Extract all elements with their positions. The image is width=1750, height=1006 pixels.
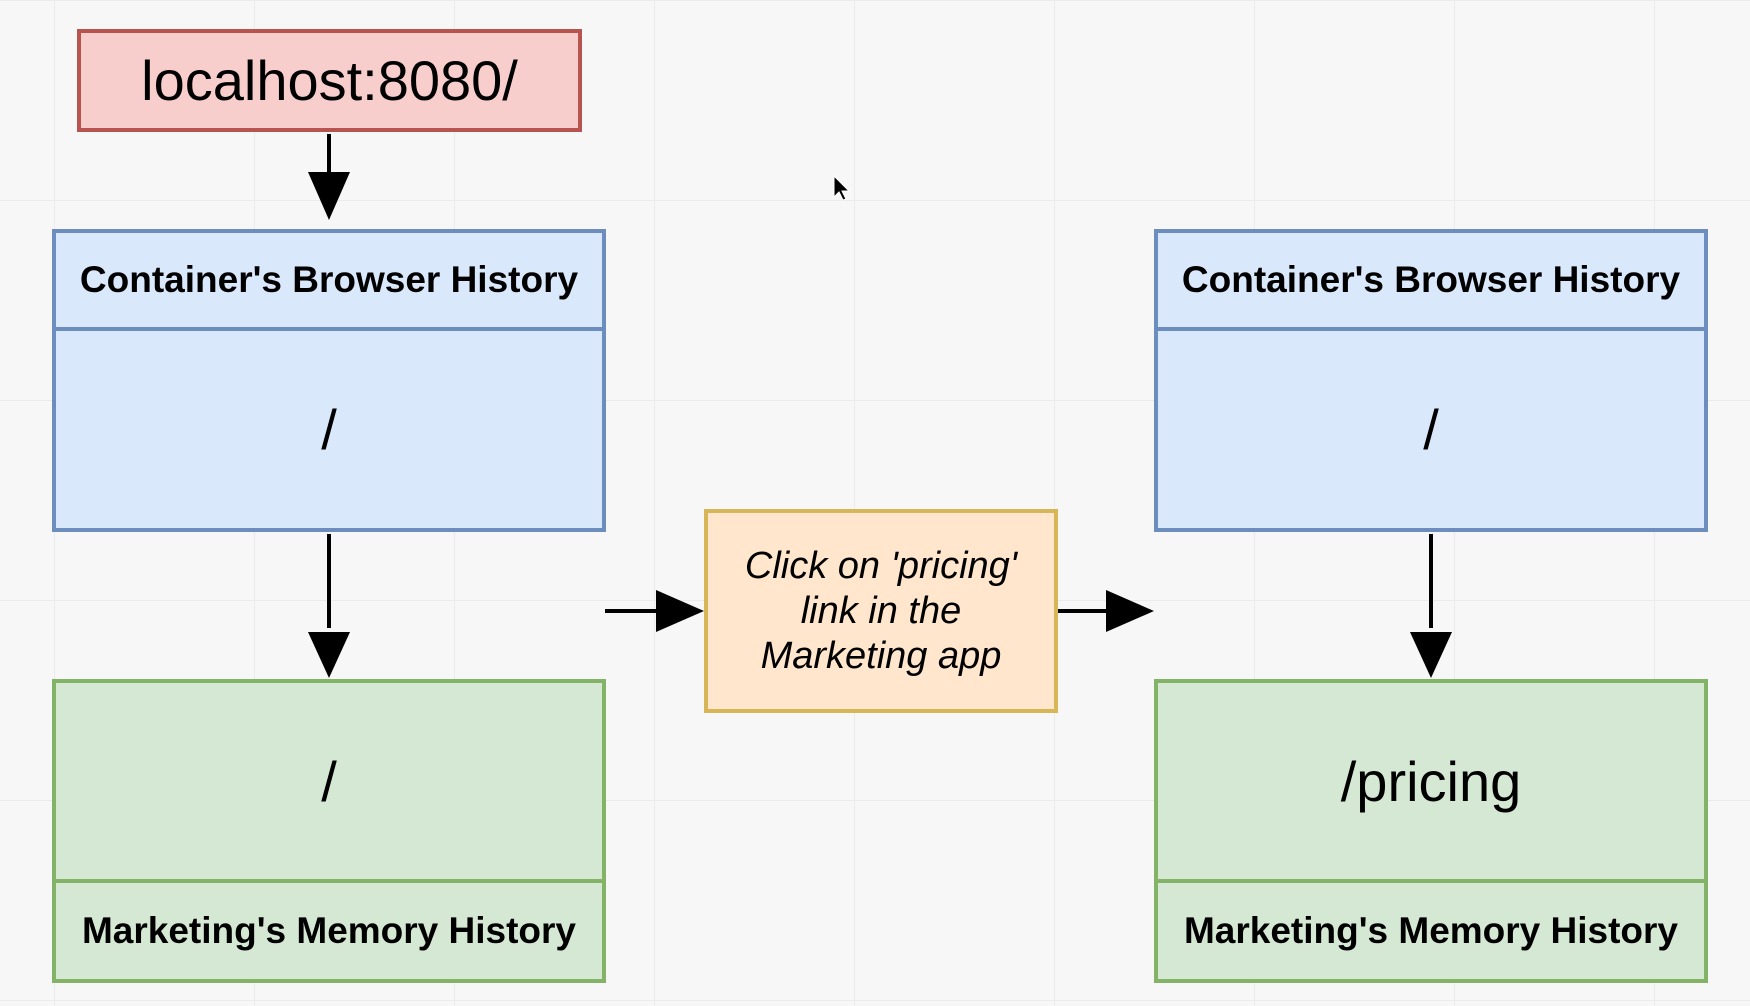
url-box: localhost:8080/ — [77, 29, 582, 132]
action-box: Click on 'pricing' link in the Marketing… — [704, 509, 1058, 713]
url-text: localhost:8080/ — [141, 49, 518, 112]
left-browser-history-title: Container's Browser History — [79, 259, 579, 300]
arrow-left-browser-to-memory-head — [308, 632, 350, 678]
left-memory-history-title-box: Marketing's Memory History — [52, 879, 606, 983]
right-memory-history-path: /pricing — [1340, 749, 1522, 813]
arrow-right-browser-to-memory-head — [1410, 632, 1452, 678]
right-memory-history-path-box: /pricing — [1154, 679, 1708, 883]
left-browser-history-path: / — [321, 398, 337, 461]
left-memory-history-title: Marketing's Memory History — [81, 910, 577, 951]
right-browser-history-path-box: / — [1154, 327, 1708, 532]
right-memory-history-title-box: Marketing's Memory History — [1154, 879, 1708, 983]
right-browser-history-title: Container's Browser History — [1181, 259, 1681, 300]
action-text: Click on 'pricing' link in the Marketing… — [744, 544, 1018, 677]
right-browser-history-title-box: Container's Browser History — [1154, 229, 1708, 331]
arrow-left-to-action-head — [656, 590, 704, 632]
left-memory-history-path: / — [321, 749, 337, 813]
mouse-cursor-icon — [833, 174, 851, 201]
right-memory-history-title: Marketing's Memory History — [1183, 910, 1679, 951]
arrow-action-to-right-head — [1106, 590, 1154, 632]
right-browser-history-path: / — [1423, 398, 1439, 461]
arrow-url-to-browser-head — [308, 172, 350, 220]
left-browser-history-path-box: / — [52, 327, 606, 532]
